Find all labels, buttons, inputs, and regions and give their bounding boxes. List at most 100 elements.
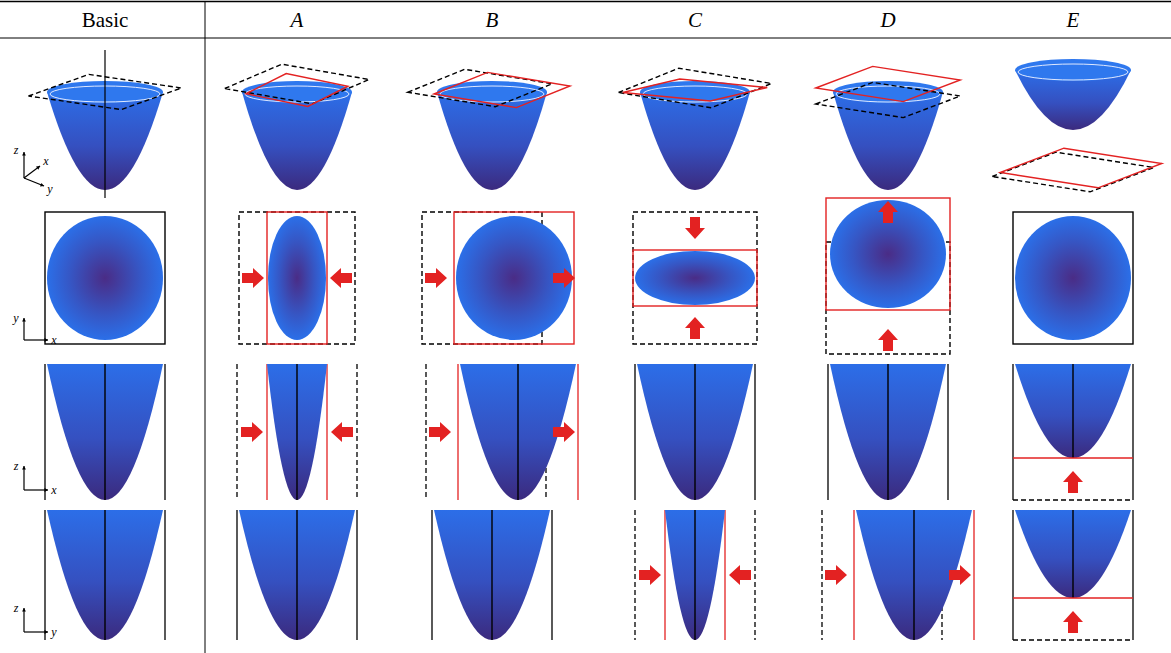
shift-arrow [685, 317, 705, 339]
axis-line [24, 178, 44, 186]
bounding-box [633, 212, 757, 344]
guide-line [296, 510, 297, 640]
guide-line [551, 510, 552, 640]
paraboloid-rim [437, 81, 547, 103]
guide-line [1072, 510, 1073, 598]
guide-line [664, 510, 665, 640]
axis-line [23, 608, 24, 632]
bounding-box [454, 212, 574, 344]
column-header: E [1067, 10, 1080, 31]
column-header: B [486, 10, 499, 31]
paraboloid-profile [437, 92, 547, 190]
guide-line [104, 510, 105, 640]
guide-line [431, 510, 432, 640]
axis-head [44, 630, 48, 634]
shift-arrow [878, 201, 898, 223]
shift-arrow [639, 565, 661, 585]
guide-line [457, 364, 458, 500]
paraboloid-profile [833, 92, 943, 190]
cut-plane [29, 74, 182, 109]
guide-line [164, 364, 165, 500]
guide-line [724, 510, 725, 640]
axis-line [24, 339, 48, 340]
guide-line [326, 364, 327, 500]
axis-label: y [51, 626, 56, 638]
cut-plane [246, 74, 348, 107]
guide-line [1012, 510, 1013, 640]
bounding-box [826, 198, 950, 310]
guide-line [356, 510, 357, 640]
axis-label: x [51, 334, 56, 346]
top-view-disc [1015, 216, 1131, 340]
guide-line [517, 364, 518, 500]
guide-line [425, 364, 426, 500]
cut-plane [619, 68, 772, 108]
shift-arrow [331, 422, 353, 442]
guide-line [356, 364, 357, 500]
bounding-box [45, 212, 165, 344]
axis-label: z [14, 602, 19, 614]
guide-line [104, 50, 105, 198]
guide-line [913, 510, 914, 640]
guide-line [634, 364, 635, 500]
guide-line [754, 510, 755, 640]
column-header: A [291, 10, 304, 31]
rim-highlight [1018, 64, 1128, 80]
guide-line [1012, 364, 1013, 500]
paraboloid-profile [640, 92, 750, 190]
paraboloid-profile [47, 364, 163, 500]
guide-line [1013, 597, 1133, 598]
guide-line [1013, 457, 1133, 458]
paraboloid-profile [665, 510, 725, 640]
shift-arrow [685, 217, 705, 239]
guide-line [1072, 364, 1073, 458]
guide-line [694, 510, 695, 640]
axis-line [23, 152, 24, 178]
paraboloid-profile [242, 92, 352, 190]
axis-head [44, 488, 48, 492]
guide-line [164, 510, 165, 640]
paraboloid-profile [47, 510, 163, 640]
paraboloid-profile [1015, 510, 1131, 598]
axis-label: x [51, 484, 56, 496]
paraboloid-profile [856, 510, 972, 640]
axis-label: z [14, 460, 19, 472]
shift-arrow [949, 565, 971, 585]
axis-line [24, 631, 48, 632]
guide-line [296, 364, 297, 500]
guide-line [236, 510, 237, 640]
axis-line [24, 489, 48, 490]
axis-head [22, 152, 26, 156]
top-view-disc [268, 216, 326, 340]
shift-arrow [242, 268, 264, 288]
paraboloid-profile [434, 510, 550, 640]
guide-line [821, 510, 822, 640]
paraboloids [29, 50, 1162, 640]
bounding-box [267, 212, 327, 344]
guide-line [1013, 639, 1133, 640]
shift-arrow [553, 268, 575, 288]
shift-arrow [1063, 611, 1083, 633]
guide-line [266, 364, 267, 500]
axis-head [22, 608, 26, 612]
axis-head [40, 183, 44, 187]
guide-line [1132, 364, 1133, 500]
column-header: D [880, 10, 895, 31]
cut-plane [434, 72, 570, 107]
axis-head [22, 318, 26, 322]
guide-line [754, 364, 755, 500]
shift-arrow [553, 422, 575, 442]
guide-line [973, 510, 974, 640]
shift-arrow [878, 329, 898, 351]
axis-label: x [43, 155, 48, 167]
top-view-disc [830, 200, 946, 308]
guide-line [44, 510, 45, 640]
paraboloid-profile [637, 364, 753, 500]
guide-line [44, 364, 45, 500]
shift-arrow [241, 422, 263, 442]
paraboloid-profile [830, 364, 946, 500]
column-header: C [688, 10, 702, 31]
